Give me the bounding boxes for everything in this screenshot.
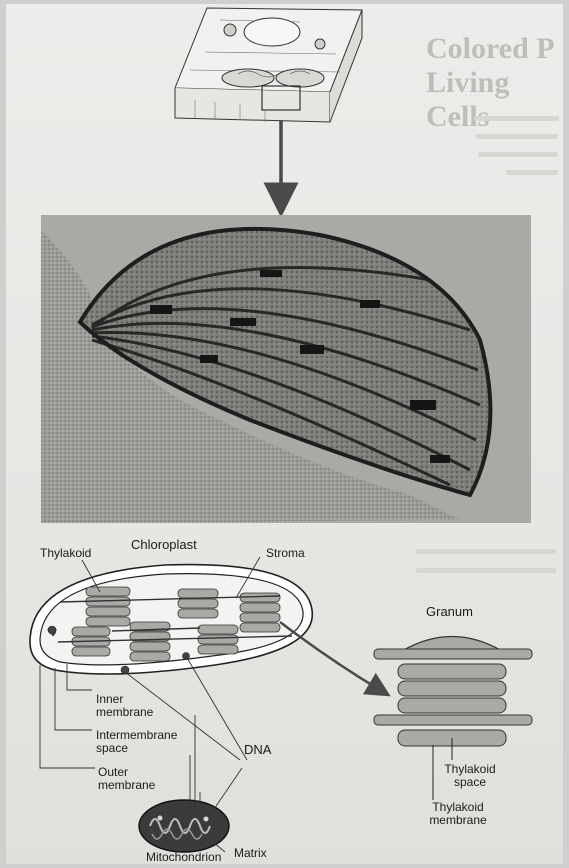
label-thylakoid-membrane: Thylakoid membrane — [413, 801, 503, 827]
label-granum: Granum — [426, 605, 473, 618]
label-matrix: Matrix — [234, 847, 267, 860]
chloroplast-micrograph — [41, 215, 531, 523]
zoom-arrow-granum — [280, 622, 380, 690]
label-chloroplast: Chloroplast — [131, 538, 197, 551]
label-outer-membrane: Outer membrane — [98, 766, 178, 792]
chloroplast-diagram — [30, 565, 312, 674]
label-thylakoid-space: Thylakoid space — [430, 763, 510, 789]
label-dna: DNA — [244, 743, 271, 756]
label-thylakoid: Thylakoid — [40, 547, 91, 560]
label-intermembrane-space: Intermembrane space — [96, 729, 192, 755]
label-stroma: Stroma — [266, 547, 305, 560]
label-inner-membrane: Inner membrane — [96, 693, 176, 719]
label-mitochondrion: Mitochondrion — [146, 851, 221, 864]
plant-cell-sketch — [175, 8, 362, 122]
